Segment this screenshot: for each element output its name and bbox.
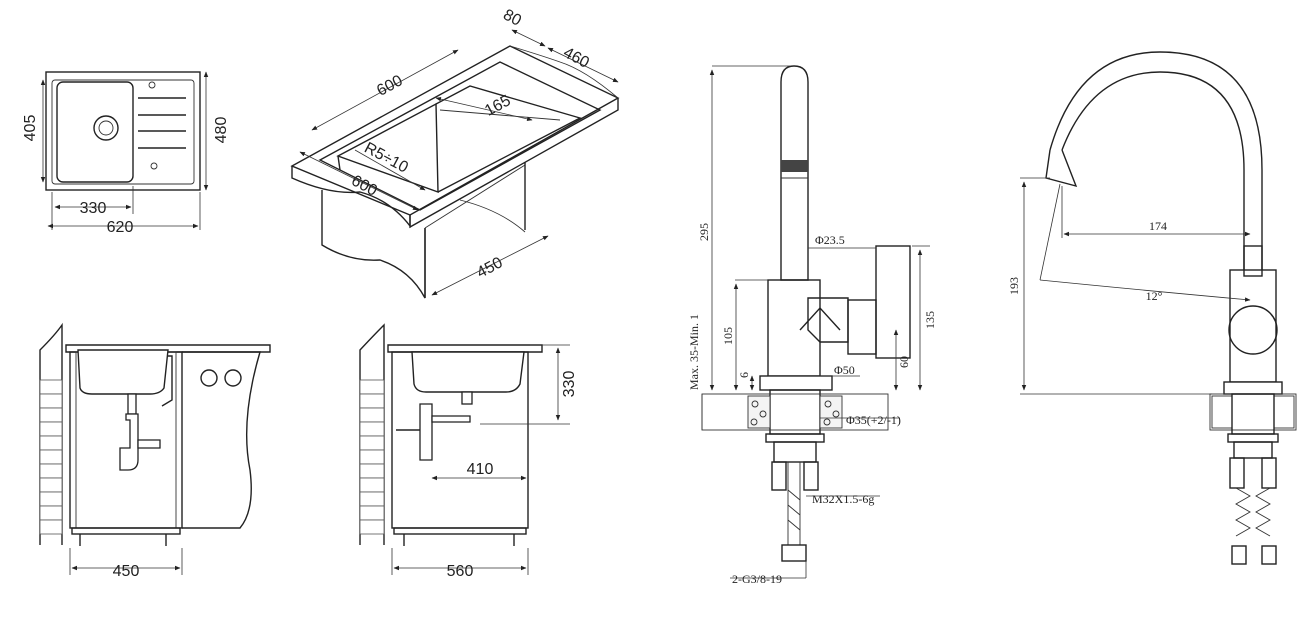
- dim-193: 193: [1007, 277, 1021, 295]
- dim-80: 80: [500, 6, 524, 29]
- dim-135: 135: [923, 311, 937, 329]
- dim-560: 560: [447, 563, 474, 580]
- dim-480: 480: [213, 117, 230, 144]
- dim-410: 410: [467, 461, 494, 478]
- dim-460: 460: [560, 44, 592, 72]
- dim-330: 330: [80, 200, 107, 217]
- dim-60: 60: [897, 356, 911, 368]
- dim-330-side: 330: [561, 371, 578, 398]
- dim-174: 174: [1149, 219, 1167, 233]
- faucet-front-view: 174 193 12°: [1007, 51, 1297, 565]
- dim-450-iso: 450: [474, 254, 506, 282]
- cabinet-front-view: 450: [39, 322, 271, 580]
- dim-m32: M32X1.5-6g: [812, 492, 874, 506]
- sink-top-view: 405 480 330 620: [22, 71, 230, 236]
- dim-phi23-5: Φ23.5: [815, 233, 845, 247]
- dim-600-top: 600: [374, 72, 406, 100]
- dim-105: 105: [721, 327, 735, 345]
- dim-g3-8: 2-G3/8-19: [732, 572, 782, 586]
- dim-12-deg: 12°: [1146, 289, 1163, 303]
- sink-isometric-view: 80 460 600 165 R5÷10 600 450: [290, 6, 620, 299]
- dim-max35-min1: Max. 35-Min. 1: [687, 314, 701, 390]
- dim-phi50: Φ50: [834, 363, 855, 377]
- dim-6: 6: [737, 372, 751, 378]
- dim-620: 620: [107, 219, 134, 236]
- dim-phi35: Φ35(+2/-1): [846, 413, 901, 427]
- faucet-side-view: 295 Φ23.5 105 135 60 Max. 35-Min. 1 6 Φ5…: [687, 65, 937, 586]
- dim-450-cabinet: 450: [113, 563, 140, 580]
- dim-405: 405: [22, 115, 39, 142]
- dim-295: 295: [697, 223, 711, 241]
- cabinet-side-view: 330 410 560: [359, 323, 578, 580]
